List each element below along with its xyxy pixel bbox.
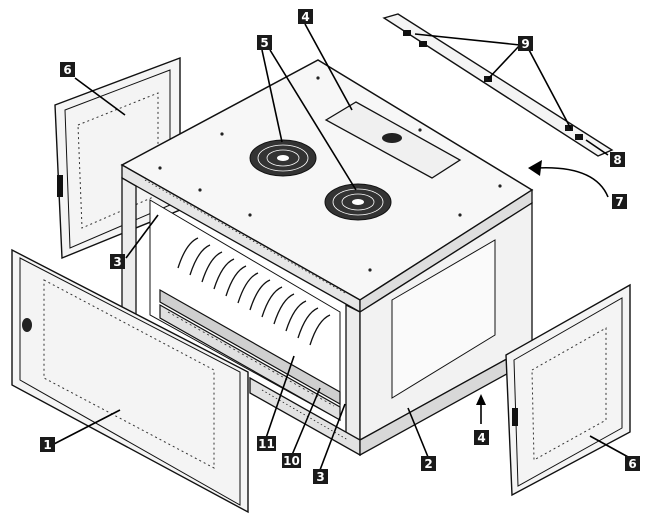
callout-9-text: 9 bbox=[521, 37, 529, 51]
top-screws bbox=[158, 76, 502, 272]
callout-4-top-text: 4 bbox=[301, 10, 309, 24]
callout-2-text: 2 bbox=[424, 457, 432, 471]
leader-lines bbox=[51, 23, 631, 471]
top-fans bbox=[249, 139, 392, 221]
callout-11-text: 11 bbox=[258, 437, 275, 451]
callout-5: 5 bbox=[257, 35, 272, 50]
cable-management-fingers bbox=[177, 237, 331, 346]
callout-4-top: 4 bbox=[298, 9, 313, 24]
callout-3-left-text: 3 bbox=[113, 255, 121, 269]
callout-4-bottom-text: 4 bbox=[477, 431, 485, 445]
callout-3-left: 3 bbox=[110, 254, 125, 269]
callout-2: 2 bbox=[421, 456, 436, 471]
callout-1: 1 bbox=[40, 437, 55, 452]
callout-6-left-text: 6 bbox=[63, 63, 71, 77]
callout-7-text: 7 bbox=[615, 195, 623, 209]
callout-8-text: 8 bbox=[613, 153, 621, 167]
callout-3-bottom-text: 3 bbox=[316, 470, 324, 484]
callout-6-right: 6 bbox=[625, 456, 640, 471]
callout-9: 9 bbox=[518, 36, 533, 51]
rotate-arrow bbox=[528, 160, 609, 198]
callout-10-text: 10 bbox=[283, 454, 300, 468]
callout-11: 11 bbox=[257, 436, 276, 451]
callout-4-bottom: 4 bbox=[474, 430, 489, 445]
bottom-cable-entry-arrow bbox=[476, 394, 486, 424]
callout-8: 8 bbox=[610, 152, 625, 167]
callout-3-bottom: 3 bbox=[313, 469, 328, 484]
callout-6-left: 6 bbox=[60, 62, 75, 77]
patch-panel bbox=[159, 303, 341, 422]
callout-7: 7 bbox=[612, 194, 627, 209]
callout-10: 10 bbox=[282, 453, 301, 468]
cabinet-body bbox=[120, 59, 534, 457]
callout-1-text: 1 bbox=[43, 438, 51, 452]
callout-6-right-text: 6 bbox=[628, 457, 636, 471]
wall-mount-bracket bbox=[382, 13, 614, 157]
right-side-panel bbox=[505, 283, 631, 497]
callout-5-text: 5 bbox=[260, 36, 268, 50]
front-door bbox=[11, 248, 249, 514]
